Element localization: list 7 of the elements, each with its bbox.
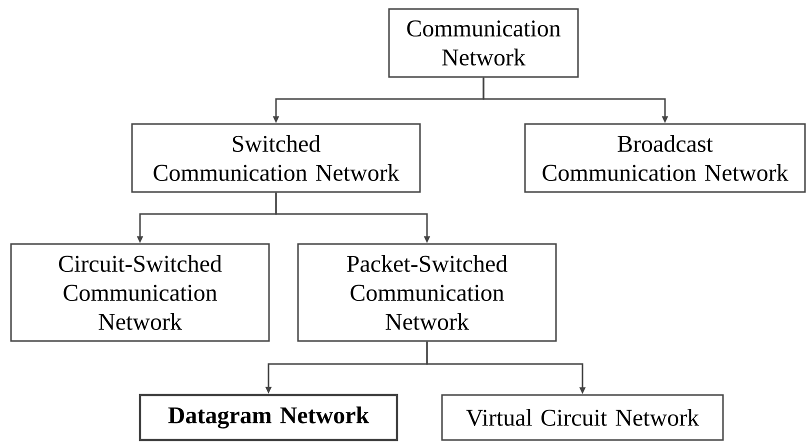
category-box: Circuit-Switched Communication Network (10, 243, 270, 342)
category-box: Datagram Network (138, 394, 398, 442)
category-box: Switched Communication Network (131, 123, 421, 193)
category-box: Virtual Circuit Network (441, 394, 724, 441)
category-box: Broadcast Communication Network (524, 123, 806, 193)
category-box: Communication Network (388, 8, 579, 78)
category-box: Packet-Switched Communication Network (297, 243, 557, 342)
